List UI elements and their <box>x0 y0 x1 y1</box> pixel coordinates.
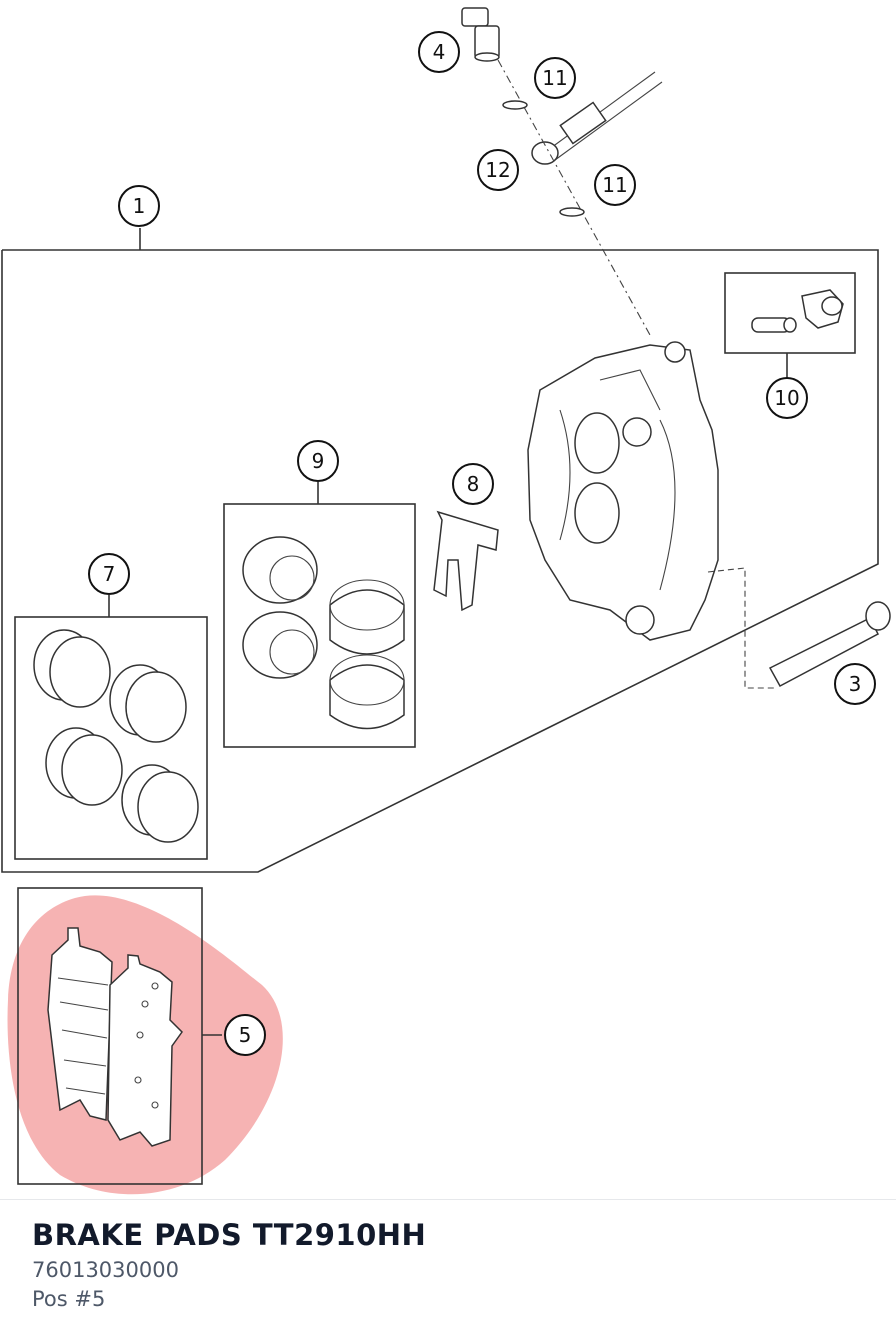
svg-text:1: 1 <box>133 194 146 218</box>
brake-caliper <box>527 341 719 641</box>
callout-11-lower[interactable]: 11 <box>594 164 636 206</box>
exploded-parts-diagram: 1 4 11 12 11 10 9 8 7 3 5 <box>1 7 891 1195</box>
part-number: 76013030000 <box>32 1258 179 1282</box>
divider <box>0 1199 896 1200</box>
callout-5[interactable]: 5 <box>224 1014 266 1056</box>
svg-text:8: 8 <box>467 472 480 496</box>
piston-kit <box>223 482 416 748</box>
washer-lower <box>559 207 585 217</box>
svg-text:5: 5 <box>239 1023 252 1047</box>
part-info: BRAKE PADS TT2910HH 76013030000 Pos #5 <box>32 1214 426 1314</box>
svg-text:3: 3 <box>849 672 862 696</box>
svg-text:9: 9 <box>312 449 325 473</box>
callout-7[interactable]: 7 <box>88 553 130 595</box>
svg-text:7: 7 <box>103 562 116 586</box>
callout-9[interactable]: 9 <box>297 440 339 482</box>
svg-text:4: 4 <box>433 40 446 64</box>
callout-12[interactable]: 12 <box>477 149 519 191</box>
washer-upper <box>502 100 528 110</box>
banjo-bolt <box>461 7 500 62</box>
callout-10[interactable]: 10 <box>766 377 808 419</box>
svg-text:11: 11 <box>602 173 627 197</box>
brake-line <box>497 59 663 336</box>
pad-spring <box>433 510 499 612</box>
svg-text:12: 12 <box>485 158 510 182</box>
seal-kit <box>14 595 208 860</box>
caliper-pin <box>707 567 891 689</box>
part-position: Pos #5 <box>32 1287 106 1311</box>
svg-text:10: 10 <box>774 386 799 410</box>
assembly-outline <box>1 249 879 873</box>
callout-4[interactable]: 4 <box>418 31 460 73</box>
callout-1[interactable]: 1 <box>118 185 160 227</box>
brake-pads <box>17 887 222 1185</box>
part-name: BRAKE PADS TT2910HH <box>32 1218 427 1252</box>
bleeder-kit <box>724 272 856 378</box>
svg-text:11: 11 <box>542 66 567 90</box>
callout-8[interactable]: 8 <box>452 463 494 505</box>
callout-11-upper[interactable]: 11 <box>534 57 576 99</box>
callout-3[interactable]: 3 <box>834 663 876 705</box>
